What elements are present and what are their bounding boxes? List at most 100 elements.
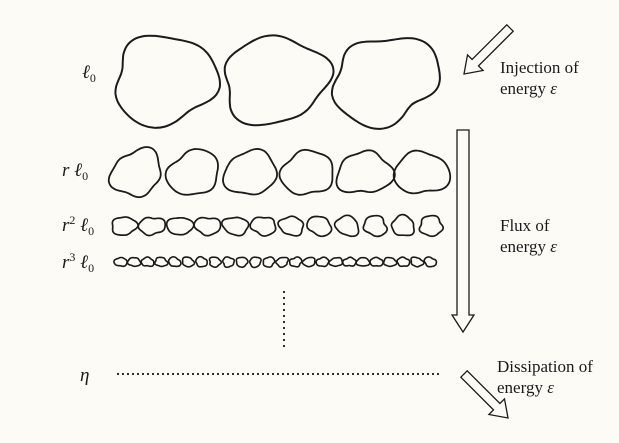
kolmogorov-scale-dot [252,373,254,375]
kolmogorov-scale-dot [167,373,169,375]
flux-epsilon: ε [550,237,557,256]
kolmogorov-scale-dot [247,373,249,375]
kolmogorov-scale-dot [332,373,334,375]
vertical-ellipsis-dot [283,291,285,293]
kolmogorov-scale-dot [387,373,389,375]
kolmogorov-scale-dot [342,373,344,375]
kolmogorov-scale-dot [322,373,324,375]
dissipation-epsilon: ε [547,378,554,397]
kolmogorov-scale-dot [192,373,194,375]
kolmogorov-scale-dot [417,373,419,375]
kolmogorov-scale-dot [127,373,129,375]
eddy-4-23 [411,257,424,267]
kolmogorov-scale-dot [242,373,244,375]
kolmogorov-scale-dot [207,373,209,375]
vertical-ellipsis-dot [283,309,285,311]
kolmogorov-scale-dot [277,373,279,375]
kolmogorov-scale-dot [297,373,299,375]
eddy-3-4 [194,218,220,236]
kolmogorov-scale-dot [202,373,204,375]
kolmogorov-scale-dot [257,373,259,375]
kolmogorov-scale-dot [132,373,134,375]
vertical-ellipsis-dot [283,345,285,347]
kolmogorov-scale-dot [437,373,439,375]
kolmogorov-scale-dot [382,373,384,375]
eddy-4-7 [196,257,207,267]
eddy-3-9 [335,215,359,236]
vertical-ellipsis-dot [283,303,285,305]
kolmogorov-scale-dot [357,373,359,375]
eddy-4-6 [183,257,195,267]
kolmogorov-scale-dot [432,373,434,375]
dissipation-line1: Dissipation of [497,356,593,377]
eddy-4-24 [424,257,436,267]
dissipation-annotation: Dissipation of energy ε [497,356,593,398]
eddy-3-6 [250,217,276,236]
kolmogorov-scale-dot [397,373,399,375]
kolmogorov-scale-dot [147,373,149,375]
injection-epsilon: ε [550,79,557,98]
injection-line1: Injection of [500,57,579,78]
vertical-ellipsis-dot [283,327,285,329]
flux-line2: energy [500,237,546,256]
kolmogorov-scale-dot [157,373,159,375]
kolmogorov-scale-dot [427,373,429,375]
injection-annotation: Injection of energy ε [500,57,579,99]
kolmogorov-scale-dot [237,373,239,375]
eddy-4-8 [210,257,222,267]
eddy-4-2 [127,258,140,267]
kolmogorov-scale-dot [117,373,119,375]
kolmogorov-scale-dot [217,373,219,375]
eddy-2-4 [279,150,332,195]
eddy-4-21 [384,258,397,267]
kolmogorov-scale-dot [162,373,164,375]
flux-arrow [452,130,474,332]
kolmogorov-scale-dot [402,373,404,375]
eddy-2-3 [223,149,277,195]
eddy-4-1 [114,258,127,267]
kolmogorov-scale-dot [377,373,379,375]
vertical-ellipsis-dot [283,321,285,323]
eddy-3-3 [167,218,194,235]
eddy-4-17 [329,258,343,267]
kolmogorov-scale-dot [317,373,319,375]
kolmogorov-scale-dot [392,373,394,375]
eddy-4-4 [155,257,168,266]
eddy-4-11 [250,257,261,267]
kolmogorov-scale-dot [422,373,424,375]
scale-label-r2-l0: r2 ℓ0 [62,213,94,239]
eddy-3-1 [112,217,138,235]
kolmogorov-scale-dot [307,373,309,375]
kolmogorov-scale-dot [142,373,144,375]
eddy-3-10 [363,216,387,237]
eddy-4-16 [316,257,329,266]
eddy-4-18 [343,257,356,266]
vertical-ellipsis-dot [283,333,285,335]
flux-line1: Flux of [500,215,557,236]
eddy-2-1 [109,147,161,197]
kolmogorov-scale-dot [337,373,339,375]
kolmogorov-scale-dot [267,373,269,375]
eddy-3-2 [138,217,165,235]
kolmogorov-scale-dot [262,373,264,375]
scale-label-r-l0: r ℓ0 [62,160,88,184]
eddy-4-14 [290,257,302,267]
eddy-4-22 [397,257,410,266]
kolmogorov-scale-dot [367,373,369,375]
kolmogorov-scale-dot [292,373,294,375]
eddy-1-3 [332,38,440,129]
kolmogorov-scale-dot [327,373,329,375]
kolmogorov-scale-dot [222,373,224,375]
eddy-3-8 [307,217,332,237]
kolmogorov-scale-dot [137,373,139,375]
eddy-rows [109,35,450,267]
kolmogorov-scale-dot [122,373,124,375]
eddy-4-19 [356,258,370,266]
kolmogorov-scale-dot [152,373,154,375]
dotted-lines [117,291,439,375]
kolmogorov-scale-dot [177,373,179,375]
kolmogorov-scale-dot [302,373,304,375]
eddy-3-11 [391,215,414,236]
eddy-3-7 [278,216,303,236]
scale-label-l0: ℓ0 [82,62,96,86]
